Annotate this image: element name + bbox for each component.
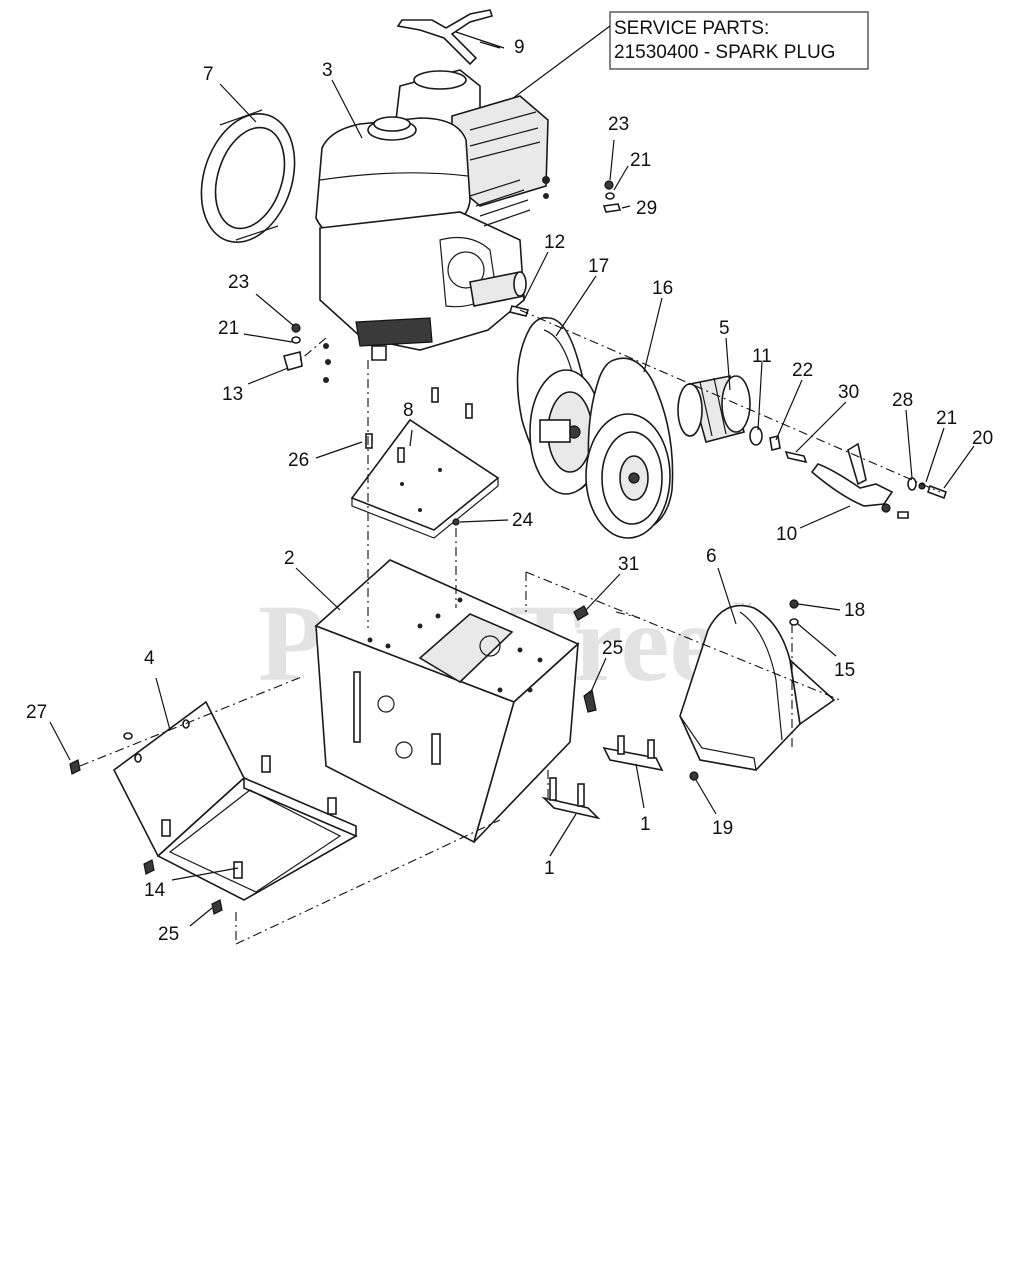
- part-31-screw: [573, 605, 589, 621]
- callout-27: 27: [26, 702, 47, 723]
- part-16-pulley-belt: [585, 357, 674, 539]
- callout-11: 11: [752, 346, 772, 367]
- callout-17: 17: [588, 256, 609, 277]
- callout-30: 30: [838, 382, 859, 403]
- callout-24: 24: [512, 510, 534, 531]
- part-7-ring: [200, 109, 296, 244]
- callout-14: 14: [144, 880, 166, 901]
- leader-lines: [49, 31, 975, 927]
- callout-16: 16: [652, 278, 673, 299]
- callout-1-right: 1: [640, 814, 651, 835]
- part-2-frame: [314, 559, 580, 844]
- callout-23-left: 23: [228, 272, 249, 293]
- callout-10: 10: [776, 524, 797, 545]
- part-4-base-pan: [112, 700, 358, 901]
- part-19-nut: [689, 771, 699, 781]
- part-27-screw: [69, 759, 81, 775]
- part-25-screw-upper: [583, 688, 597, 713]
- alignment-lines: [79, 309, 941, 945]
- hardware-28-21-20: [907, 477, 948, 500]
- callout-25-upper: 25: [602, 638, 623, 659]
- callout-13: 13: [222, 384, 243, 405]
- part-12-key: [508, 305, 530, 317]
- callout-8: 8: [403, 400, 414, 421]
- hardware-23-21-13: [283, 323, 331, 383]
- part-1-bracket-right: [602, 735, 664, 772]
- callout-21-upper: 21: [630, 150, 651, 171]
- service-parts-title: SERVICE PARTS:: [614, 18, 769, 39]
- callout-5: 5: [719, 318, 730, 339]
- part-25-screw-lower: [211, 899, 223, 915]
- callout-1-left: 1: [544, 858, 555, 879]
- callout-12: 12: [544, 232, 565, 253]
- callout-21-left: 21: [218, 318, 239, 339]
- callout-25-lower: 25: [158, 924, 179, 945]
- callout-19: 19: [712, 818, 733, 839]
- part-18-nut: [789, 599, 799, 609]
- callout-15: 15: [834, 660, 855, 681]
- part-1-bracket-left: [541, 777, 601, 820]
- callout-31: 31: [618, 554, 639, 575]
- callout-18: 18: [844, 600, 865, 621]
- callout-9: 9: [514, 37, 525, 58]
- part-5-clutch: [677, 375, 763, 446]
- part-14-screw: [143, 859, 155, 875]
- callout-2: 2: [284, 548, 295, 569]
- hardware-23-21-29: [602, 180, 622, 213]
- service-parts-box: SERVICE PARTS: 21530400 - SPARK PLUG: [609, 11, 869, 70]
- service-parts-item: 21530400 - SPARK PLUG: [614, 42, 835, 63]
- callout-4: 4: [144, 648, 155, 669]
- callout-21-right: 21: [936, 408, 957, 429]
- callout-26: 26: [288, 450, 309, 471]
- callout-7: 7: [203, 64, 214, 85]
- callout-labels: 9 7 3 23 21 29 12 17 16 5 11 22 30 28 21…: [26, 37, 993, 945]
- callout-29: 29: [636, 198, 657, 219]
- part-22-30-bolt-sleeve: [769, 435, 808, 464]
- callout-3: 3: [322, 60, 333, 81]
- callout-6: 6: [706, 546, 717, 567]
- part-3-engine: [315, 69, 550, 361]
- callout-20: 20: [972, 428, 993, 449]
- callout-23-upper: 23: [608, 114, 629, 135]
- part-9-bracket: [396, 9, 494, 66]
- callout-28: 28: [892, 390, 913, 411]
- part-15-washer: [789, 618, 799, 626]
- part-10-idler-arm: [810, 442, 909, 519]
- part-8-plate: [350, 387, 500, 539]
- callout-22: 22: [792, 360, 813, 381]
- part-24-screw: [452, 518, 460, 526]
